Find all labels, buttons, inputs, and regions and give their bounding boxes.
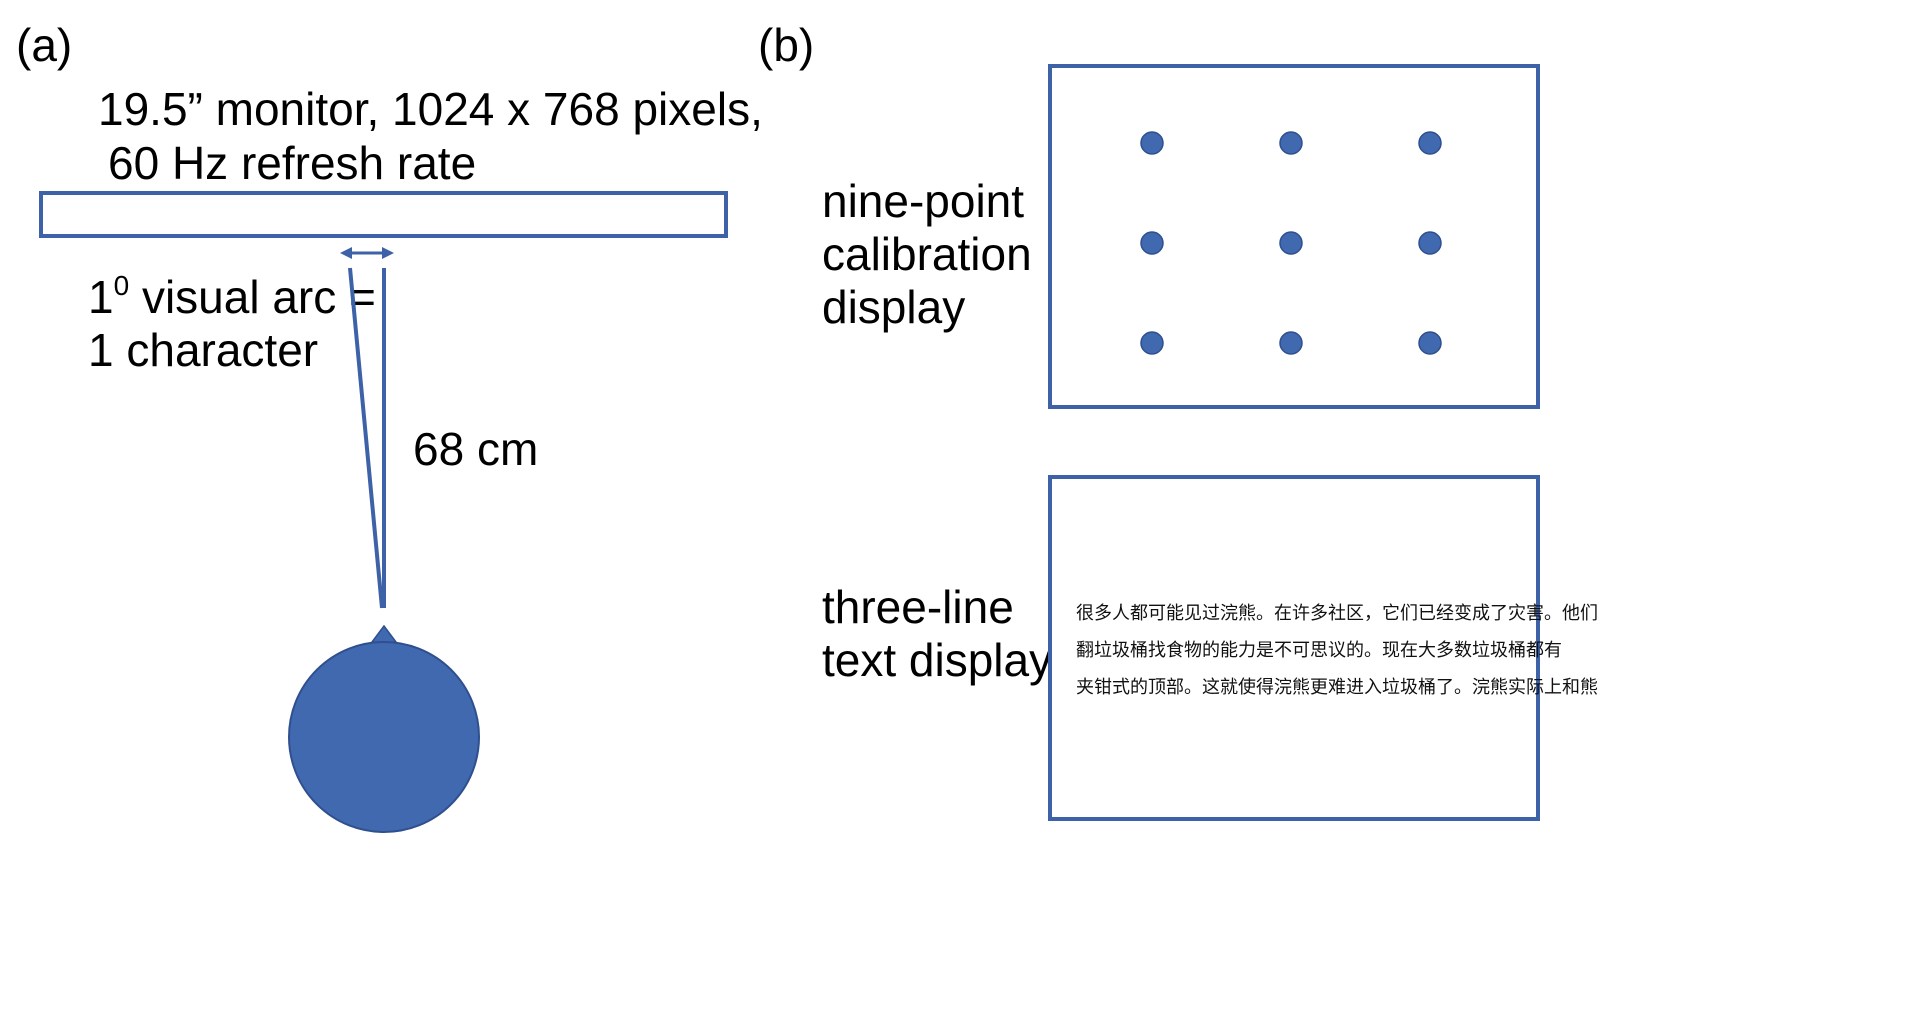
text-line-2: 翻垃圾桶找食物的能力是不可思议的。现在大多数垃圾桶都有	[1076, 640, 1562, 661]
calibration-label-line1: nine-point	[822, 175, 1025, 227]
arrow-head-left	[340, 247, 352, 259]
degree-superscript: 0	[113, 270, 130, 301]
panel-b-label: (b)	[758, 19, 815, 71]
text-display-label-line1: three-line	[822, 581, 1014, 633]
arc-rest: visual arc =	[129, 271, 376, 323]
text-display-label-line2: text display	[822, 634, 1053, 686]
arc-base: 1	[88, 271, 114, 323]
calibration-point	[1140, 131, 1164, 155]
text-line-3: 夹钳式的顶部。这就使得浣熊更难进入垃圾桶了。浣熊实际上和熊	[1076, 677, 1598, 698]
calibration-display	[1048, 64, 1540, 409]
sight-line-left	[348, 267, 384, 609]
calibration-label-line2: calibration	[822, 228, 1032, 280]
monitor-spec-line1: 19.5” monitor, 1024 x 768 pixels,	[98, 83, 763, 135]
viewing-distance-label: 68 cm	[413, 423, 539, 475]
calibration-point	[1418, 231, 1442, 255]
visual-arc-line1: 10 visual arc =	[88, 271, 376, 323]
monitor-rect	[39, 191, 728, 238]
calibration-point	[1140, 231, 1164, 255]
calibration-point	[1418, 331, 1442, 355]
calibration-point	[1279, 331, 1303, 355]
calibration-point	[1140, 331, 1164, 355]
calibration-point	[1279, 131, 1303, 155]
calibration-point	[1279, 231, 1303, 255]
arrow-head-right	[382, 247, 394, 259]
viewer-head-icon	[288, 641, 480, 833]
monitor-spec-line2: 60 Hz refresh rate	[108, 137, 477, 189]
text-display: 很多人都可能见过浣熊。在许多社区，它们已经变成了灾害。他们 翻垃圾桶找食物的能力…	[1048, 475, 1598, 821]
calibration-grid	[1140, 131, 1442, 355]
visual-arc-line2: 1 character	[88, 324, 319, 376]
text-line-1: 很多人都可能见过浣熊。在许多社区，它们已经变成了灾害。他们	[1076, 603, 1598, 624]
panel-a-label: (a)	[16, 19, 73, 71]
calibration-label-line3: display	[822, 281, 966, 333]
calibration-point	[1418, 131, 1442, 155]
